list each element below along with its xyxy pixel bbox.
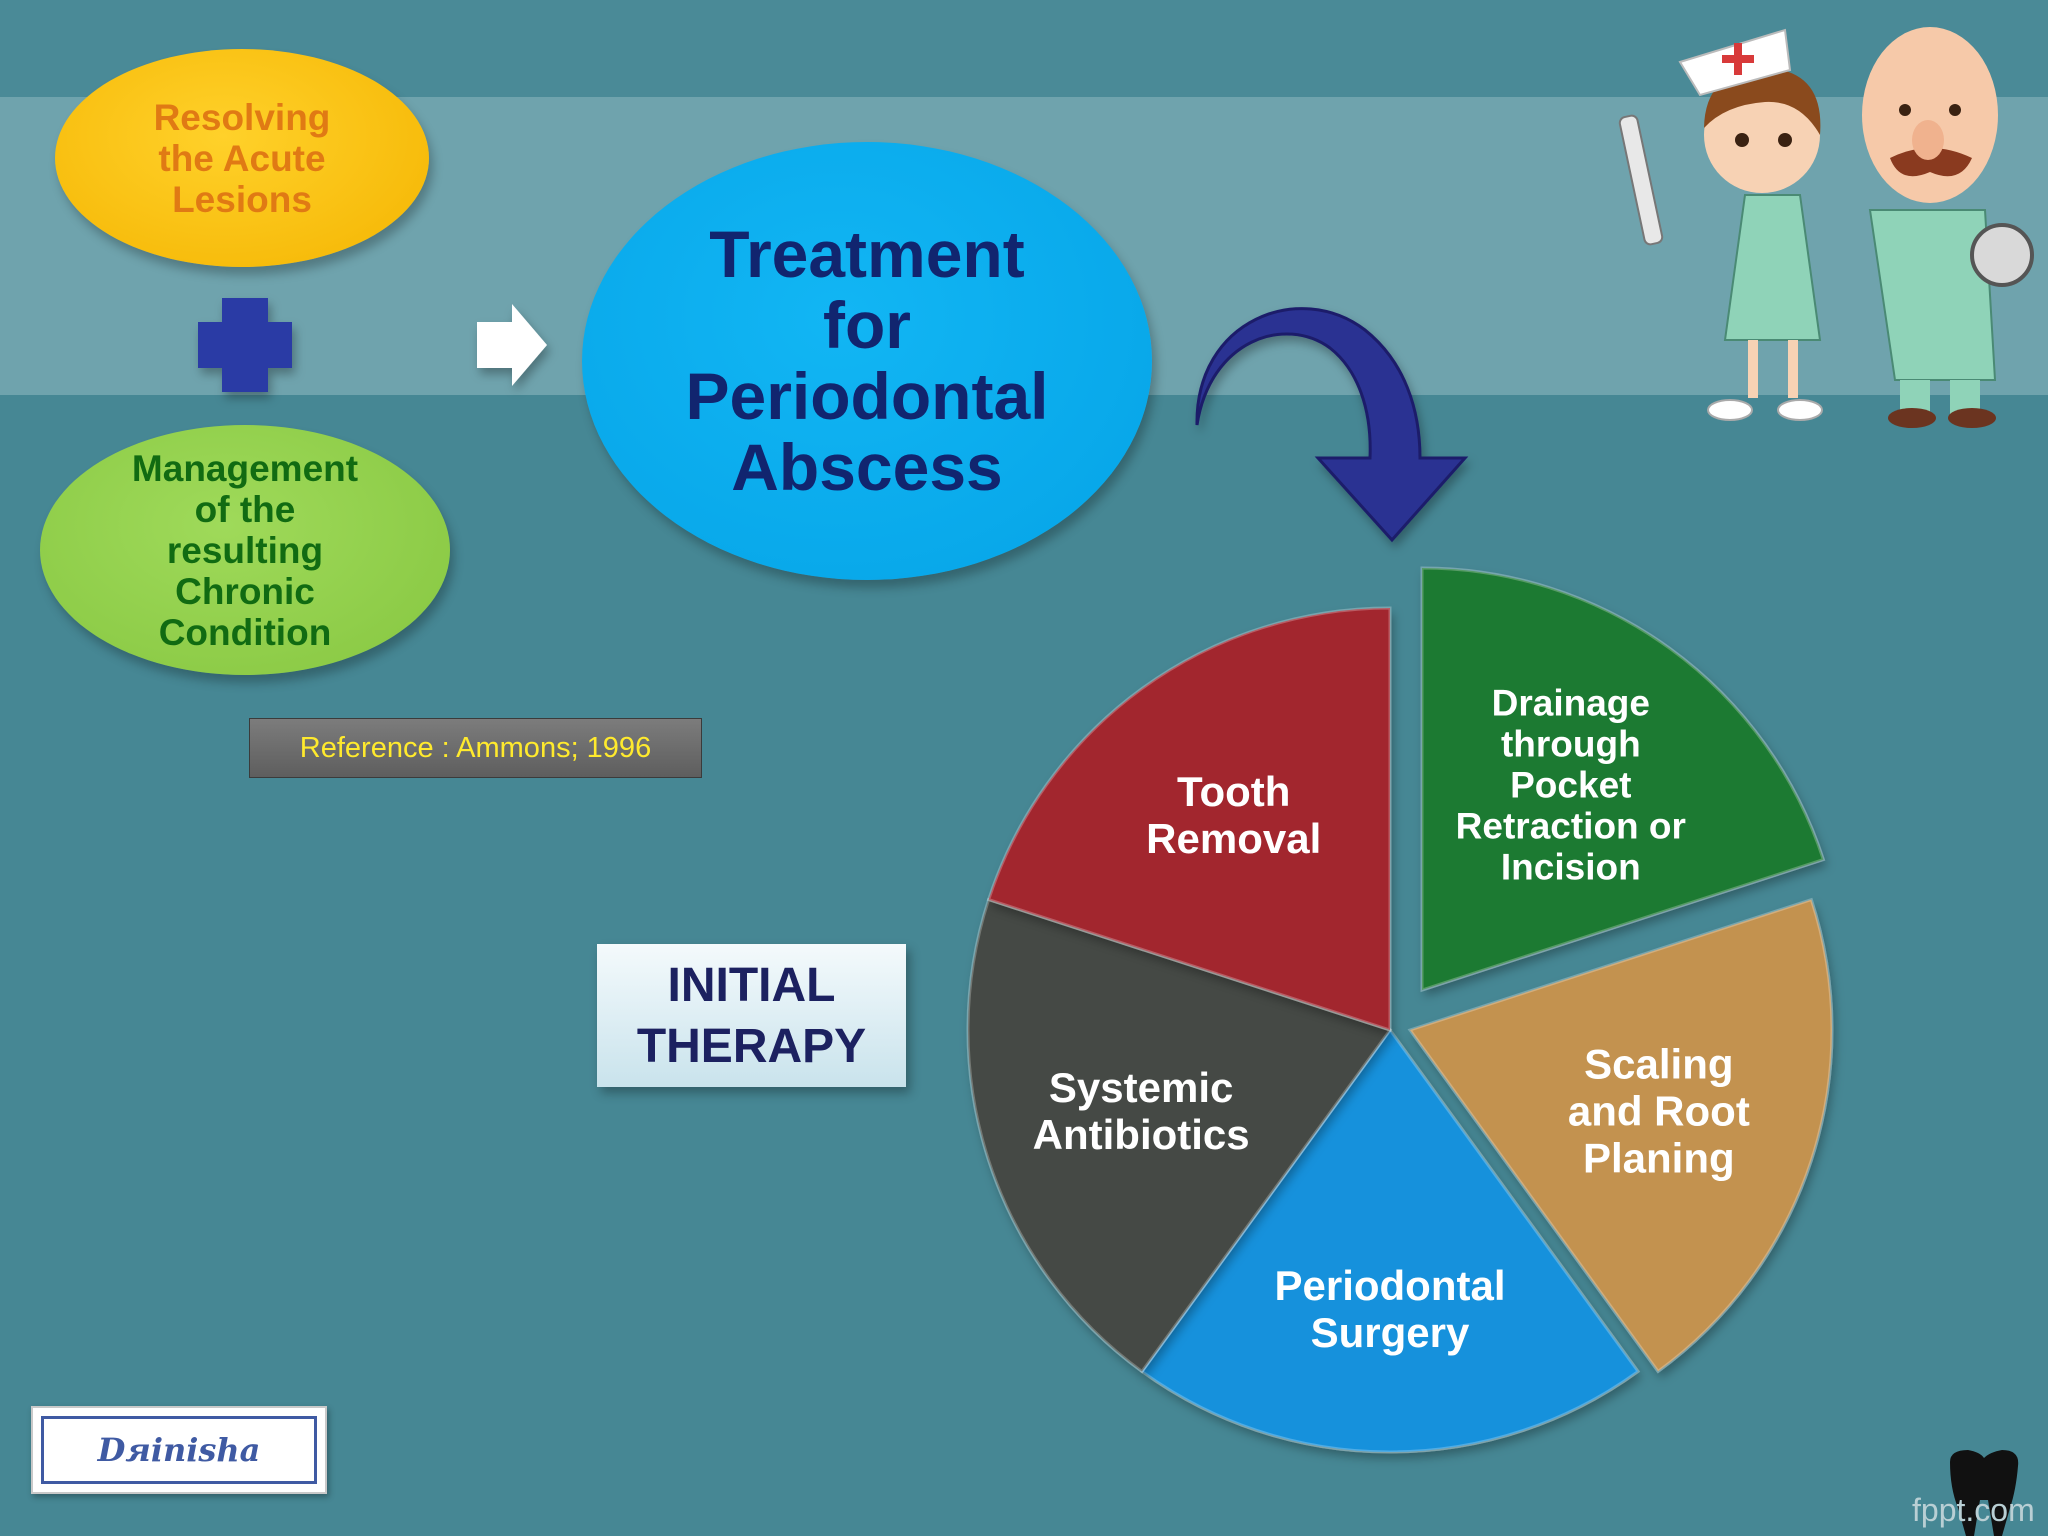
curved-arrow-icon [1195, 307, 1469, 543]
pie-slice-label: Periodontal Surgery [1274, 1261, 1506, 1356]
pie-slice-label: Tooth Removal [1146, 767, 1322, 862]
right-arrow-icon [477, 304, 547, 386]
reference-text: Reference : Ammons; 1996 [299, 731, 652, 764]
logo-text: Dяinisha [41, 1416, 317, 1484]
initial-therapy-box: INITIAL THERAPY [597, 944, 906, 1087]
nurse-illustration [1618, 28, 1823, 421]
initial-therapy-text: INITIAL THERAPY [636, 958, 867, 1073]
pie-slice [1407, 897, 1834, 1374]
pie-slice [1420, 566, 1826, 993]
resolving-acute-lesions-text: Resolving the Acute Lesions [153, 96, 331, 220]
pie-slice-label: Systemic Antibiotics [1032, 1063, 1250, 1158]
pie-slice [966, 897, 1393, 1374]
plus-icon [198, 298, 292, 392]
treatment-title: Treatment for Periodontal Abscess [685, 217, 1049, 504]
pie-slice [1139, 1027, 1641, 1454]
pie-slice-label: Drainage through Pocket Retraction or In… [1455, 682, 1686, 888]
tooth-icon [1950, 1450, 2019, 1536]
pie-slice [986, 606, 1392, 1033]
chronic-condition-ellipse: Management of the resulting Chronic Cond… [40, 425, 450, 675]
pie-chart [966, 566, 1834, 1454]
chronic-condition-text: Management of the resulting Chronic Cond… [131, 447, 359, 653]
doctor-illustration [1862, 27, 2034, 428]
reference-box: Reference : Ammons; 1996 [249, 718, 702, 778]
resolving-acute-lesions-ellipse: Resolving the Acute Lesions [55, 49, 429, 267]
treatment-ellipse: Treatment for Periodontal Abscess [582, 142, 1152, 580]
logo: Dяinisha [31, 1406, 327, 1494]
watermark: fppt.com [1912, 1492, 2035, 1528]
pie-slice-label: Scaling and Root Planing [1567, 1040, 1750, 1182]
